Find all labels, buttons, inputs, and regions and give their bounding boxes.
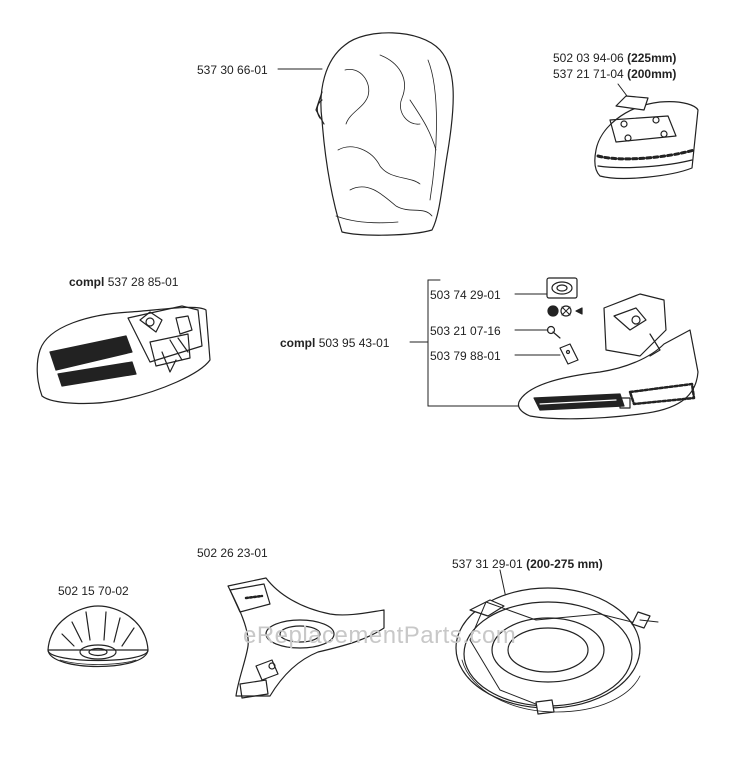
guard-225-label: 502 03 94-06 (225mm) — [553, 51, 676, 65]
knife-part — [546, 277, 583, 317]
guard-225-part-number: 502 03 94-06 — [553, 51, 624, 65]
cup-part — [47, 605, 149, 668]
big-guard-part — [455, 569, 659, 715]
guard-200-label: 537 21 71-04 (200mm) — [553, 67, 676, 81]
compl-mid-part-number: 503 95 43-01 — [318, 336, 390, 350]
bag-label: 537 30 66-01 — [197, 63, 268, 77]
knife-label: 503 74 29-01 — [430, 288, 501, 302]
compl-left-label: compl 537 28 85-01 — [69, 275, 178, 289]
tri-guard-label: 502 26 23-01 — [197, 546, 268, 560]
compl-left-prefix: compl — [69, 275, 105, 289]
watermark: eReplacementParts.com — [243, 622, 517, 649]
compl-left-part-number: 537 28 85-01 — [107, 275, 179, 289]
compl-mid-guard-part — [517, 293, 699, 420]
bag-part — [277, 32, 454, 236]
compl-mid-bracket — [409, 279, 561, 407]
compl-left-guard-part — [36, 305, 211, 405]
big-guard-size: (200-275 mm) — [526, 557, 603, 571]
compl-mid-label: compl 503 95 43-01 — [280, 336, 389, 350]
blade-plate-label: 503 79 88-01 — [430, 349, 501, 363]
guard-200-size: (200mm) — [627, 67, 677, 81]
guard-225-size: (225mm) — [627, 51, 677, 65]
tri-guard-part — [227, 577, 385, 699]
big-guard-part-number: 537 31 29-01 — [452, 557, 523, 571]
cup-label: 502 15 70-02 — [58, 584, 129, 598]
blade-plate-part — [559, 343, 579, 365]
guard-200-part-number: 537 21 71-04 — [553, 67, 624, 81]
big-guard-label: 537 31 29-01 (200-275 mm) — [452, 557, 603, 571]
compl-mid-prefix: compl — [280, 336, 316, 350]
screw-label: 503 21 07-16 — [430, 324, 501, 338]
screw-part — [546, 325, 561, 339]
small-guard-part — [594, 83, 699, 180]
